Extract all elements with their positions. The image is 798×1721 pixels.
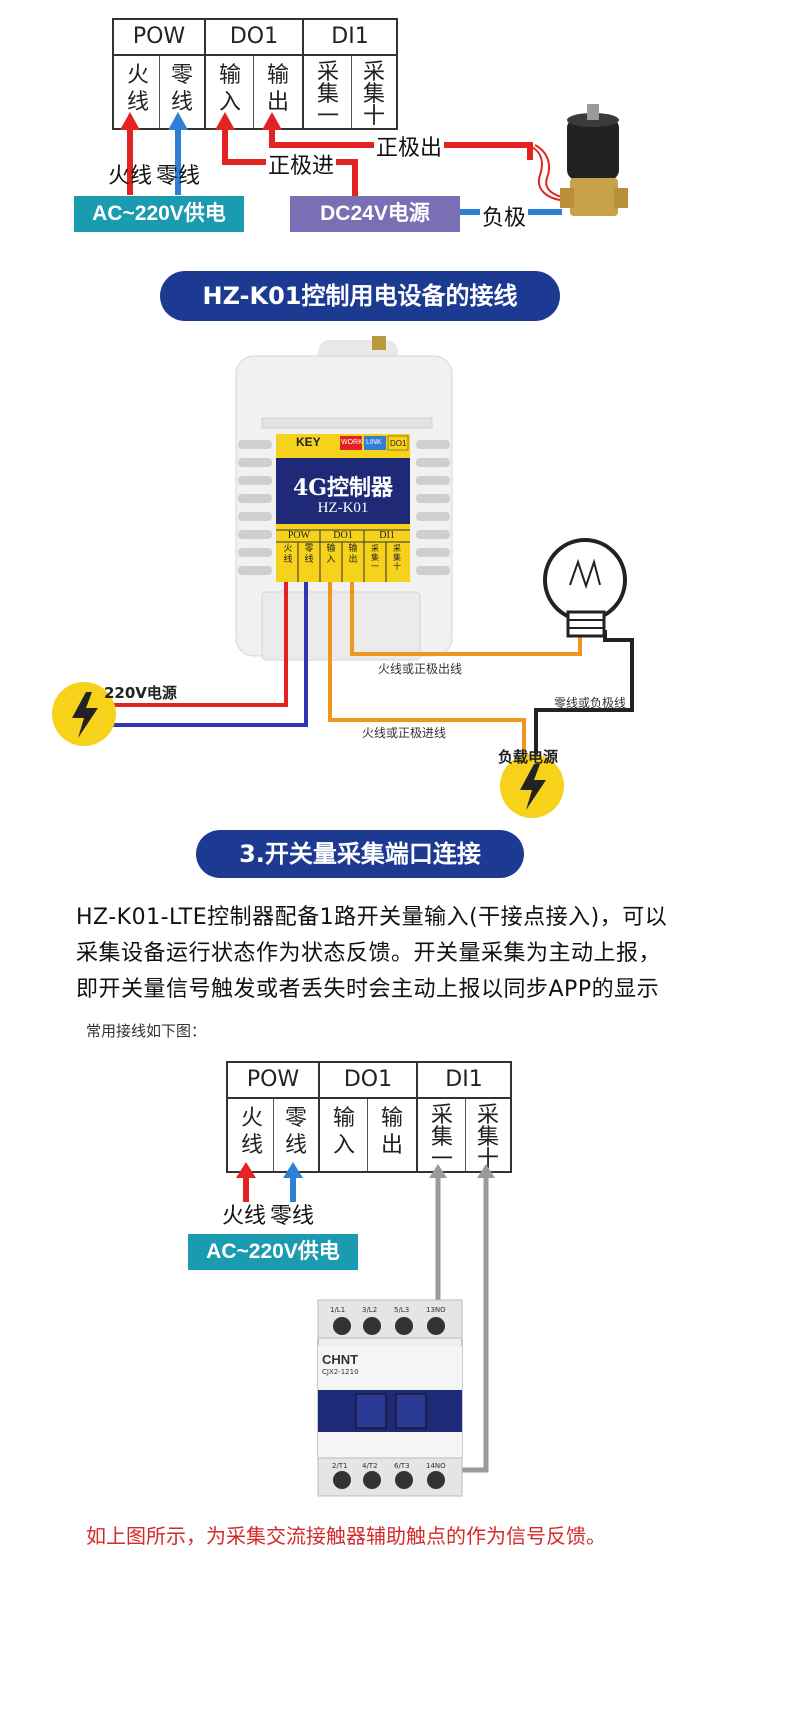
device-title: 4G控制器 <box>292 475 394 501</box>
device-led-work: WORK <box>341 439 363 446</box>
description-line-1: HZ-K01-LTE控制器配备1路开关量输入(干接点接入)，可以 <box>76 905 668 930</box>
section-banner-wiring: HZ-K01控制用电设备的接线 <box>160 271 560 321</box>
label-pos-out: 正极出 <box>374 130 445 162</box>
device-cell-collect-plus: 采 集 十 <box>393 544 401 571</box>
bottom-wiring <box>236 1162 495 1497</box>
device-key-label: KEY <box>296 435 321 449</box>
section-banner-collection: 3.开关量采集端口连接 <box>196 830 524 878</box>
bottom-label-zero: 零线 <box>270 1204 315 1229</box>
terminal-cell-collect-plus: 采 集 十 <box>362 60 385 129</box>
device-cell-fire: 火 线 <box>283 544 293 565</box>
device-led-do1: DO1 <box>390 439 407 448</box>
terminal-cell-input: 输 入 <box>218 63 241 115</box>
terminal-cell-output: 输 出 <box>266 63 289 115</box>
terminal-cell-collect-minus: 采 集 一 <box>316 60 339 129</box>
terminal-cell-zero: 零 线 <box>170 63 193 115</box>
label-fire: 火线 <box>108 164 153 189</box>
terminal-header-pow: POW <box>132 24 186 49</box>
bottom-cell-output: 输 出 <box>380 1106 403 1158</box>
contactor-top-term-4: 13NO <box>426 1306 446 1314</box>
bottom-cell-collect-minus: 采 集 一 <box>430 1103 453 1172</box>
label-pos-in: 正极进 <box>266 148 337 180</box>
device-cell-input: 输 入 <box>326 544 336 565</box>
description-line-3: 即开关量信号触发或者丢失时会主动上报以同步APP的显示 <box>76 977 660 1002</box>
contactor-top-term-1: 1/L1 <box>330 1306 346 1314</box>
terminal-cell-fire: 火 线 <box>126 63 149 115</box>
device-header-do1: DO1 <box>333 530 353 541</box>
common-wiring-label: 常用接线如下图： <box>86 1022 207 1040</box>
contactor-bottom-term-4: 14NO <box>426 1462 446 1470</box>
label-zero: 零线 <box>156 164 201 189</box>
label-220v-power: 220V电源 <box>104 684 177 702</box>
bottom-header-pow: POW <box>246 1067 300 1092</box>
device-cell-zero: 零 线 <box>304 544 314 565</box>
label-load-power: 负载电源 <box>498 748 559 766</box>
device-led-link: LINK <box>366 439 382 446</box>
description-line-2: 采集设备运行状态作为状态反馈。开关量采集为主动上报， <box>76 941 662 966</box>
device-header-pow: POW <box>287 530 311 541</box>
contactor-top-term-3: 5/L3 <box>394 1306 410 1314</box>
device-model: HZ-K01 <box>317 500 369 516</box>
bottom-header-do1: DO1 <box>343 1067 393 1092</box>
ac-power-tag: AC~220V供电 <box>74 196 244 232</box>
dc-power-tag: DC24V电源 <box>290 196 460 232</box>
bottom-terminal-block: POW DO1 DI1 火 线 零 线 输 入 输 出 采 集 一 采 集 十 <box>226 1061 512 1173</box>
bottom-cell-input: 输 入 <box>332 1106 355 1158</box>
device-cell-collect-minus: 采 集 一 <box>371 544 379 571</box>
caption: 如上图所示，为采集交流接触器辅助触点的作为信号反馈。 <box>86 1524 606 1548</box>
bottom-cell-fire: 火 线 <box>240 1106 263 1158</box>
label-zero-negative: 零线或负极线 <box>554 696 627 710</box>
device-wiring <box>52 336 634 818</box>
contactor-top-term-2: 3/L2 <box>362 1306 378 1314</box>
device-header-di1: DI1 <box>379 530 395 541</box>
contactor-bottom-term-2: 4/T2 <box>362 1462 378 1470</box>
terminal-header-do1: DO1 <box>229 24 279 49</box>
contactor-model: CJX2-1210 <box>322 1368 359 1376</box>
terminal-header-di1: DI1 <box>331 24 369 49</box>
bottom-label-fire: 火线 <box>222 1204 267 1229</box>
top-terminal-block: POW DO1 DI1 火 线 零 线 输 入 输 出 采 集 一 采 集 十 <box>112 18 398 130</box>
label-negative: 负极 <box>482 206 527 231</box>
bottom-ac-power-tag: AC~220V供电 <box>188 1234 358 1270</box>
bottom-header-di1: DI1 <box>445 1067 483 1092</box>
contactor-bottom-term-1: 2/T1 <box>332 1462 348 1470</box>
label-fire-in: 火线或正极进线 <box>362 726 447 740</box>
label-fire-out: 火线或正极出线 <box>378 662 463 676</box>
device-cell-output: 输 出 <box>348 544 358 565</box>
bottom-cell-collect-plus: 采 集 十 <box>476 1103 499 1172</box>
contactor-bottom-term-3: 6/T3 <box>394 1462 410 1470</box>
contactor-brand: CHNT <box>322 1352 359 1367</box>
bottom-cell-zero: 零 线 <box>284 1106 307 1158</box>
